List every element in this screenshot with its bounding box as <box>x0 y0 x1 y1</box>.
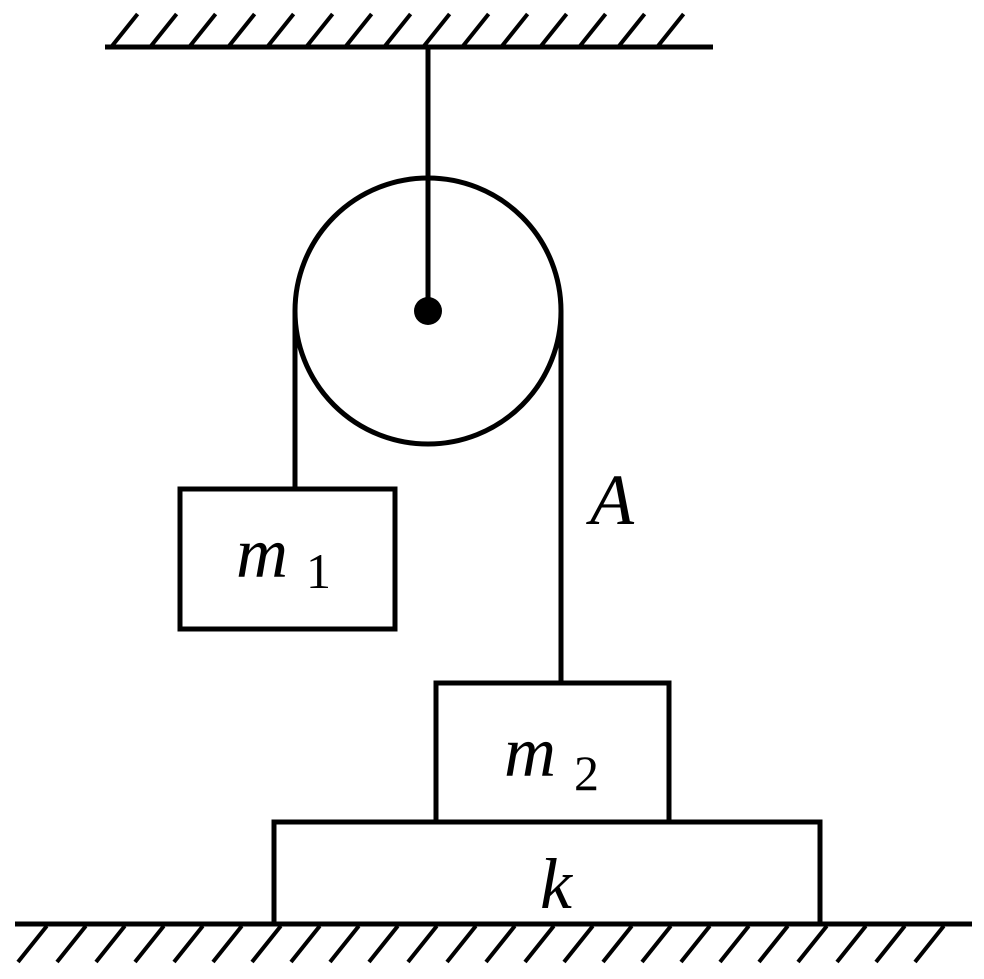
ceiling-hatch-mark <box>656 12 686 48</box>
ground-hatch-mark <box>211 924 244 964</box>
mass-m2-symbol: m <box>504 712 556 792</box>
spring-k-label: k <box>540 844 574 924</box>
ground-support <box>15 921 972 964</box>
ground-hatch-mark <box>718 924 751 964</box>
ground-hatch-mark <box>562 924 595 964</box>
ground-hatch-mark <box>757 924 790 964</box>
ceiling-hatch-mark <box>149 12 179 48</box>
ceiling-support <box>105 12 713 50</box>
ground-hatch-mark <box>328 924 361 964</box>
ground-hatch-mark <box>679 924 712 964</box>
ground-hatch-mark <box>172 924 205 964</box>
ground-hatch-mark <box>796 924 829 964</box>
ceiling-hatch-mark <box>617 12 647 48</box>
ground-hatch-mark <box>250 924 283 964</box>
ground-hatch-mark <box>406 924 439 964</box>
ceiling-hatch-mark <box>344 12 374 48</box>
ground-hatch-mark <box>484 924 517 964</box>
ground-hatch-mark <box>16 924 49 964</box>
ground-hatch-mark <box>55 924 88 964</box>
ceiling-hatch-mark <box>578 12 608 48</box>
mass-m2-subscript: 2 <box>574 745 599 801</box>
ceiling-hatch-mark <box>500 12 530 48</box>
ceiling-hatch-mark <box>422 12 452 48</box>
ceiling-hatch-mark <box>110 12 140 48</box>
ceiling-hatch-mark <box>383 12 413 48</box>
ground-hatch-mark <box>874 924 907 964</box>
ground-hatch-mark <box>367 924 400 964</box>
ceiling-hatch-mark <box>266 12 296 48</box>
ceiling-hatch-mark <box>227 12 257 48</box>
pulley-axle <box>414 297 442 325</box>
mass-m1-symbol: m <box>236 513 288 593</box>
ground-hatch-mark <box>523 924 556 964</box>
ground-hatch-mark <box>601 924 634 964</box>
ceiling-hatching <box>110 12 686 48</box>
ground-hatching <box>16 924 946 964</box>
ground-hatch-mark <box>640 924 673 964</box>
ground-hatch-mark <box>913 924 946 964</box>
ceiling-hatch-mark <box>305 12 335 48</box>
ground-hatch-mark <box>133 924 166 964</box>
ground-hatch-mark <box>94 924 127 964</box>
ground-hatch-mark <box>445 924 478 964</box>
ground-hatch-mark <box>289 924 322 964</box>
mass-m1-block <box>177 486 398 632</box>
ceiling-hatch-mark <box>461 12 491 48</box>
ground-hatch-mark <box>835 924 868 964</box>
ceiling-hatch-mark <box>188 12 218 48</box>
ceiling-hatch-mark <box>539 12 569 48</box>
point-a-label: A <box>586 460 635 540</box>
mass-m1-subscript: 1 <box>306 543 331 599</box>
